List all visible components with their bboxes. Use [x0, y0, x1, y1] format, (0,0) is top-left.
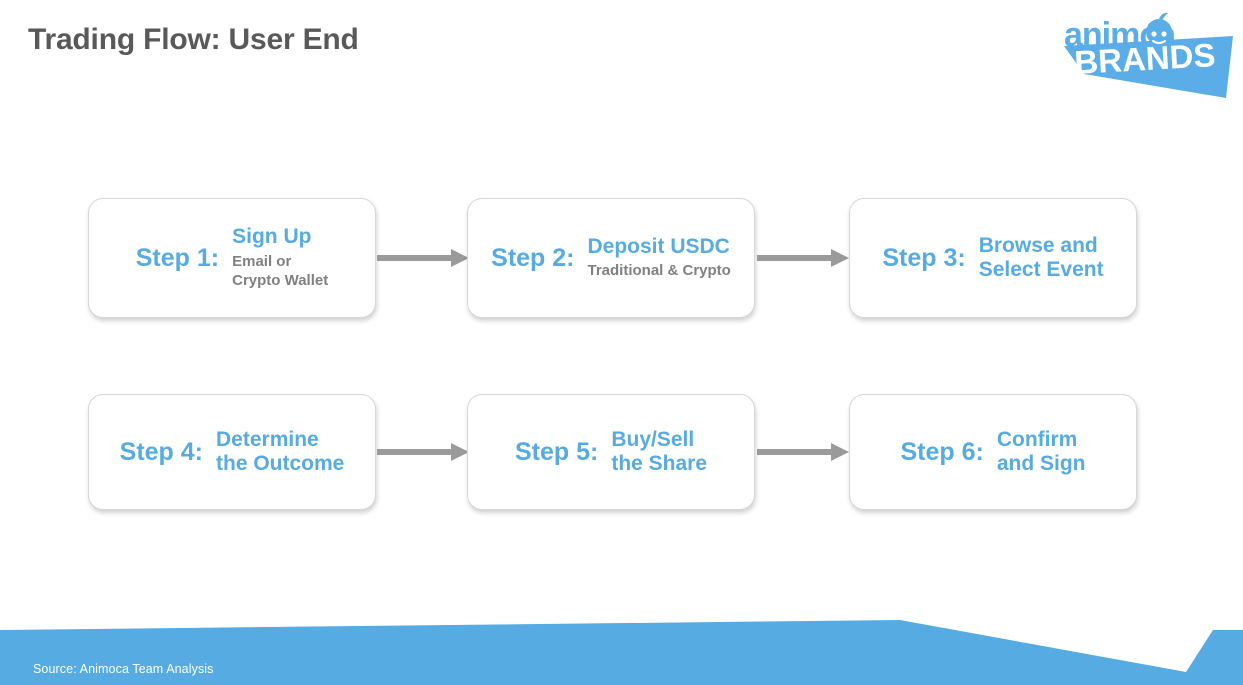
step-5-headline-line1: Buy/Sell: [611, 427, 695, 451]
step-5-body: Buy/Sell the Share: [611, 428, 707, 476]
step-5-label: Step 5:: [514, 437, 599, 466]
step-4-headline-line2: the Outcome: [216, 452, 345, 475]
step-2-subtitle-line1: Traditional & Crypto: [587, 262, 731, 280]
animoca-brands-logo: animca BRANDS: [1058, 12, 1233, 100]
step-6-headline-line1: Confirm: [996, 427, 1078, 451]
step-1-subtitle-line1: Email or: [232, 252, 292, 270]
step-5-headline: Buy/Sell the Share: [611, 428, 707, 476]
source-note: Source: Animoca Team Analysis: [33, 662, 214, 676]
step-box-2[interactable]: Step 2: Deposit USDC Traditional & Crypt…: [467, 198, 755, 318]
step-4-label: Step 4:: [119, 437, 203, 466]
step-1-label: Step 1:: [135, 243, 220, 272]
step-6-headline-line2: and Sign: [996, 452, 1086, 475]
step-2-headline: Deposit USDC: [587, 235, 730, 259]
step-3-headline-line2: Select Event: [978, 258, 1104, 281]
footer-band: [0, 600, 1243, 685]
step-box-6[interactable]: Step 6: Confirm and Sign: [849, 394, 1137, 510]
connector-arrow-4: [757, 442, 849, 462]
step-6-headline: Confirm and Sign: [997, 428, 1086, 476]
step-4-headline-line1: Determine: [216, 427, 319, 451]
step-box-1[interactable]: Step 1: Sign Up Email or Crypto Wallet: [88, 198, 376, 318]
step-3-headline-line1: Browse and: [978, 233, 1098, 257]
step-box-3[interactable]: Step 3: Browse and Select Event: [849, 198, 1137, 318]
animoca-monkey-glyph: [1146, 12, 1172, 45]
connector-arrow-2: [757, 248, 849, 268]
step-5-headline-line2: the Share: [611, 452, 708, 475]
step-1-subtitle-line2: Crypto Wallet: [232, 272, 329, 290]
step-2-subtitle: Traditional & Crypto: [588, 261, 731, 281]
step-6-body: Confirm and Sign: [997, 428, 1086, 476]
step-3-headline: Browse and Select Event: [979, 234, 1104, 282]
step-2-body: Deposit USDC Traditional & Crypto: [588, 235, 731, 281]
connector-arrow-3: [377, 442, 469, 462]
step-2-label: Step 2:: [491, 243, 575, 272]
step-box-5[interactable]: Step 5: Buy/Sell the Share: [467, 394, 755, 510]
step-1-body: Sign Up Email or Crypto Wallet: [232, 225, 328, 290]
page-title: Trading Flow: User End: [28, 23, 359, 56]
step-4-headline: Determine the Outcome: [216, 428, 344, 476]
step-1-subtitle: Email or Crypto Wallet: [232, 252, 328, 291]
step-1-headline: Sign Up: [232, 225, 312, 249]
step-4-body: Determine the Outcome: [216, 428, 344, 476]
step-6-label: Step 6:: [900, 437, 984, 466]
step-box-4[interactable]: Step 4: Determine the Outcome: [88, 394, 376, 510]
connector-arrow-1: [377, 248, 469, 268]
svg-text:BRANDS: BRANDS: [1073, 36, 1216, 81]
step-3-body: Browse and Select Event: [979, 234, 1104, 282]
step-3-label: Step 3:: [882, 243, 966, 272]
